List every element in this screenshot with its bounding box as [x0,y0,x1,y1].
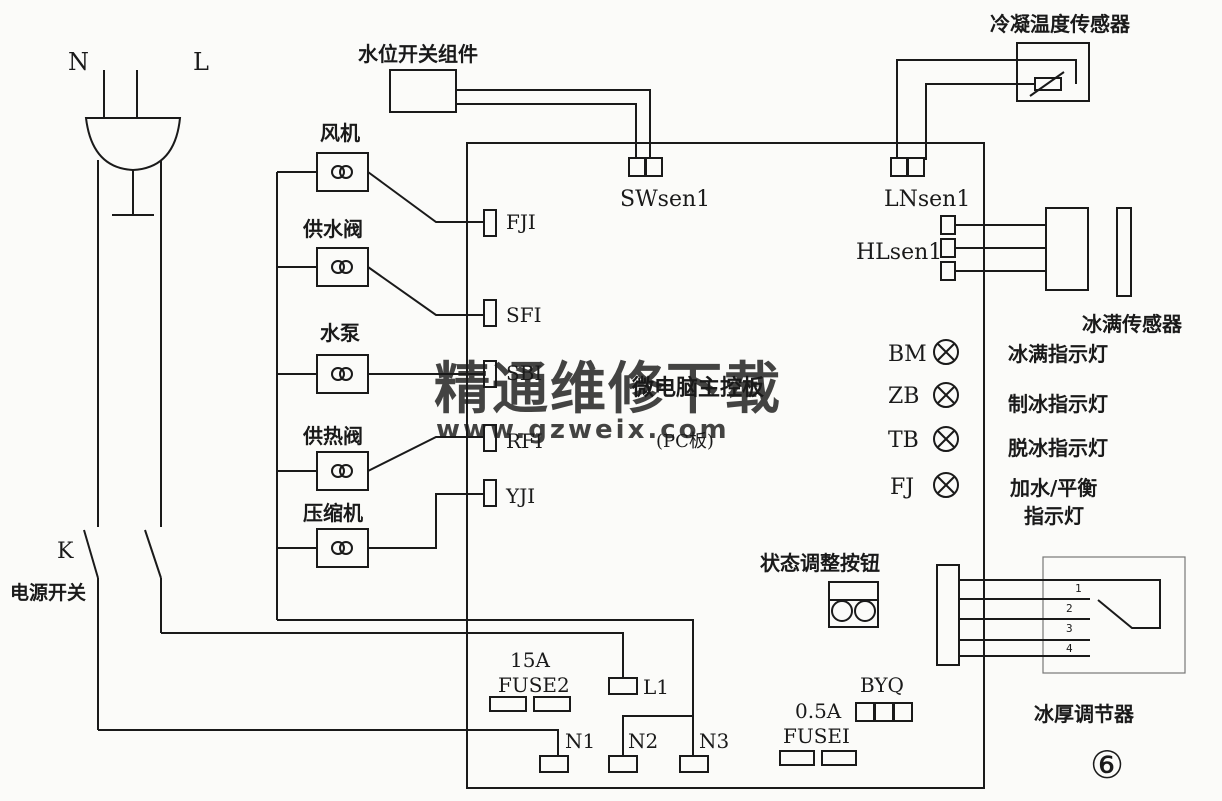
indicator-zb: ZB 制冰指示灯 [888,382,1108,416]
indicator-code: ZB [888,384,919,409]
ice-thickness-label: 冰厚调节器 [1034,702,1135,726]
fuse1 [779,750,857,766]
l-label: L [193,48,209,76]
water-level-switch [389,69,457,113]
pin-n3: N3 [699,729,729,753]
fuse2-rating: 15A [510,648,550,672]
ice-full-sensor [1045,207,1089,291]
indicator-label-2: 指示灯 [1024,504,1084,528]
pump-label: 水泵 [320,321,360,345]
fan-label: 风机 [320,121,360,145]
state-button-label: 状态调整按钮 [760,551,880,575]
n-label: N [68,48,89,76]
condense-sensor-label: 冷凝温度传感器 [990,12,1131,36]
indicator-code: FJ [890,475,914,500]
state-button [828,581,879,628]
indicator-tb: TB 脱冰指示灯 [888,426,1108,460]
ice-full-sensor-label: 冰满传感器 [1082,312,1183,336]
pin-hlsen: HLsen1 [856,240,942,265]
pin-swsen: SWsen1 [620,187,710,212]
pin-n1: N1 [565,729,595,753]
water-valve-label: 供水阀 [302,217,363,241]
indicator-fj: FJ 加水/平衡 指示灯 [890,472,1097,528]
board-title: 微电脑主控板 [631,375,765,401]
tp-3: 3 [1066,622,1073,635]
heat-valve-coil [316,451,369,491]
switch-k-label: K [57,539,74,564]
heat-valve-label: 供热阀 [302,424,363,448]
pin-sbi: SBI [506,361,542,385]
pin-lnsen: LNsen1 [884,187,970,212]
tp-4: 4 [1066,642,1073,655]
pin-yji: YJI [505,484,535,508]
fuse2 [489,696,527,712]
water-valve-coil [316,247,369,287]
switch-name: 电源开关 [10,581,86,604]
fan-coil [316,152,369,192]
tp-1: 1 [1075,582,1082,595]
watermark-text: 精通维修下载 [434,357,782,422]
figure-number: ⑥ [1090,743,1124,787]
pin-rfi: RFI [506,429,543,453]
compressor-label: 压缩机 [303,501,363,525]
byq-label: BYQ [860,673,904,697]
indicator-label: 冰满指示灯 [1008,342,1108,366]
thermistor [1029,71,1065,97]
fuse2-name: FUSE2 [498,673,570,697]
board-subtitle: (PC板) [656,431,714,452]
water-level-switch-label: 水位开关组件 [358,42,478,66]
fuse1-name: FUSEI [783,724,850,748]
fuse1-rating: 0.5A [795,699,842,723]
byq-connector [855,702,913,722]
pin-sfi: SFI [506,303,541,327]
compressor-coil [316,528,369,568]
power-switch [83,529,162,730]
power-plug [84,70,182,216]
ice-thickness-regulator [1042,556,1186,674]
pump-coil [316,354,369,394]
pin-l1: L1 [643,675,669,699]
pin-n2: N2 [628,729,658,753]
indicator-label: 加水/平衡 [1009,476,1097,500]
indicator-label: 脱冰指示灯 [1008,436,1108,460]
tp-2: 2 [1066,602,1073,615]
watermark-url: www.gzweix.com [436,415,730,445]
main-board [466,142,985,789]
indicator-code: BM [888,342,927,367]
indicator-code: TB [888,428,919,453]
indicator-label: 制冰指示灯 [1008,392,1108,416]
indicator-bm: BM 冰满指示灯 [888,339,1108,367]
pin-fji: FJI [506,210,536,234]
